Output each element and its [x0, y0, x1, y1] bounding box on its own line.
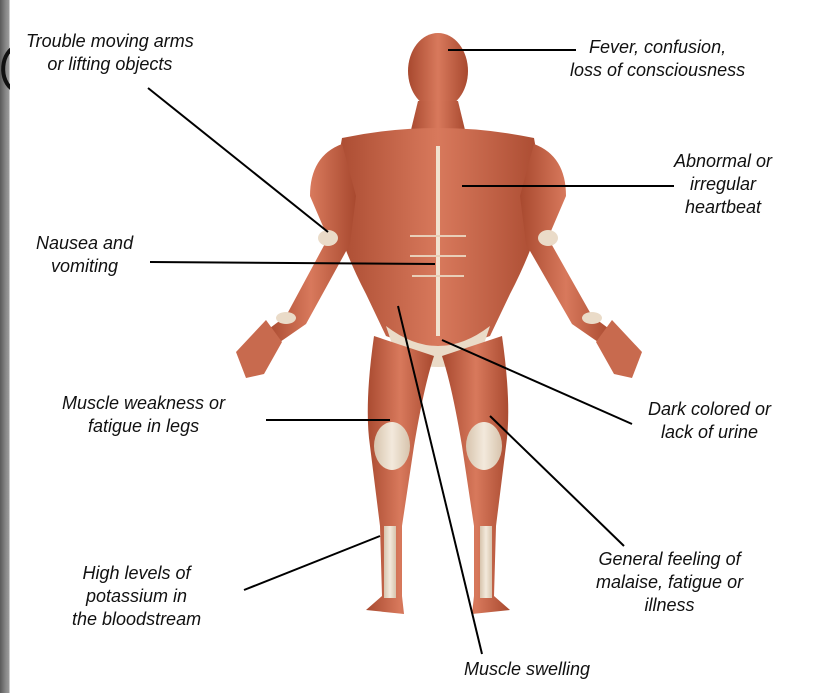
diagram-canvas: Trouble moving arms or lifting objects F…	[10, 6, 834, 693]
label-malaise: General feeling of malaise, fatigue or i…	[596, 548, 743, 617]
label-leg-weakness: Muscle weakness or fatigue in legs	[62, 392, 225, 438]
label-heartbeat: Abnormal or irregular heartbeat	[674, 150, 772, 219]
leader-line-arms	[148, 88, 328, 232]
label-urine: Dark colored or lack of urine	[648, 398, 771, 444]
figure-left-arm	[266, 144, 356, 342]
figure-right-leg	[442, 336, 510, 614]
label-swelling: Muscle swelling	[464, 658, 590, 681]
label-arms: Trouble moving arms or lifting objects	[26, 30, 194, 76]
leader-line-potassium	[244, 536, 380, 590]
label-fever: Fever, confusion, loss of consciousness	[570, 36, 745, 82]
figure-right-arm	[520, 144, 612, 342]
figure-left-leg	[366, 336, 434, 614]
label-potassium: High levels of potassium in the bloodstr…	[72, 562, 201, 631]
label-nausea: Nausea and vomiting	[36, 232, 133, 278]
leader-line-malaise	[490, 416, 624, 546]
figure-head	[408, 33, 468, 109]
